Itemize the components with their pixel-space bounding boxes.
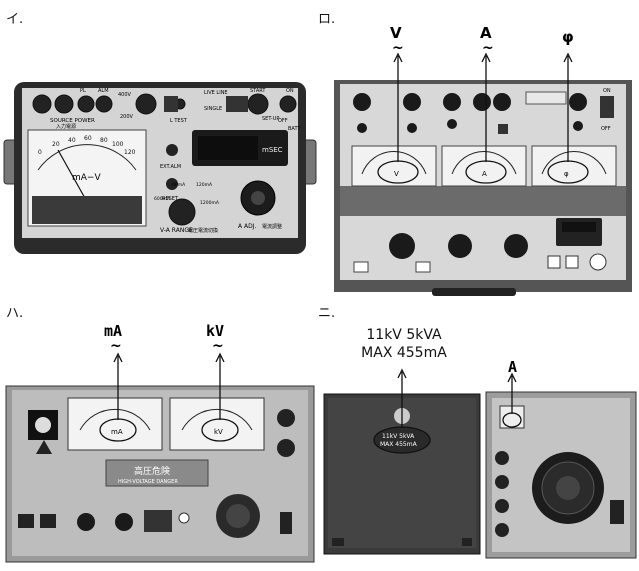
- photo-tester-ha: mA kV 高圧危険 HIGH-VOLTAGE DANGER mA ~ kV ~: [5, 322, 315, 563]
- callout-kv-tilde: ~: [212, 338, 224, 354]
- scale-tick-0: 0: [38, 149, 42, 156]
- scale-tick-40: 40: [68, 137, 76, 144]
- callout-phi: φ: [562, 28, 574, 46]
- callout-a-ro: A: [480, 24, 492, 42]
- label-source-power-jp: 入力電源: [56, 123, 76, 130]
- label-on-ro: ON: [603, 88, 611, 94]
- label-400v: 400V: [118, 92, 132, 98]
- label-va-range: V-A RANGE: [160, 227, 193, 234]
- photo-tester-i: SOURCE POWER 入力電源 PL ALM 400V 200V L TES…: [3, 82, 317, 254]
- callout-kv: kV: [206, 322, 224, 340]
- label-source-power: SOURCE POWER: [50, 118, 95, 124]
- nameplate-en: HIGH-VOLTAGE DANGER: [118, 479, 178, 485]
- label-range-jp: 電圧電流切換: [188, 227, 218, 234]
- meter-dial-a: A: [482, 170, 487, 178]
- label-start: START: [250, 88, 266, 94]
- photo-tester-ro: OFF ON V A φ V ~ A ~ φ: [334, 24, 632, 296]
- spec-label: 11kV 5kVA MAX 455mA: [344, 326, 464, 362]
- scale-tick-80: 80: [100, 137, 108, 144]
- label-live-line: LIVE LINE: [204, 90, 228, 96]
- label-batt: BATT: [288, 126, 301, 132]
- range-1200ma: 1200mA: [200, 200, 220, 206]
- scale-tick-60: 60: [84, 135, 92, 142]
- range-600ma: 600mA: [154, 196, 171, 202]
- label-off-ro: OFF: [601, 126, 611, 132]
- rating-plate: [373, 426, 431, 454]
- scale-tick-20: 20: [52, 141, 60, 148]
- callout-v: V: [390, 24, 402, 42]
- photo-transformer-ni: 11kV 5kVA MAX 455mA A: [323, 358, 637, 559]
- meter-unit-ma-v: mA−V: [72, 173, 101, 183]
- label-set-up: SET-UP: [262, 116, 279, 122]
- spec-line-2: MAX 455mA: [361, 345, 447, 361]
- meter-dial-phi: φ: [564, 170, 569, 178]
- display-unit-msec: mSEC: [262, 146, 283, 154]
- label-a-adj: A ADJ.: [238, 223, 257, 230]
- range-120ma: 120mA: [196, 182, 213, 188]
- meter-dial-kv: kV: [214, 428, 223, 436]
- panel-label-ro: ロ.: [318, 12, 336, 27]
- panel-label-i: イ.: [6, 12, 24, 27]
- callout-ma-tilde: ~: [110, 338, 122, 354]
- label-l-test: L TEST: [170, 118, 188, 124]
- label-single: SINGLE: [204, 106, 222, 112]
- panel-label-ni: ニ.: [318, 306, 336, 321]
- va-range-knob: [168, 198, 196, 226]
- callout-a-ni: A: [508, 358, 517, 376]
- nameplate-jp: 高圧危険: [134, 465, 170, 477]
- panel-label-ha: ハ.: [6, 306, 24, 321]
- label-pl: PL: [80, 88, 86, 94]
- rating-plate-line2: MAX 455mA: [380, 441, 418, 448]
- label-200v: 200V: [120, 114, 134, 120]
- callout-a-ro-tilde: ~: [482, 40, 494, 56]
- meter-needle: [57, 149, 87, 201]
- range-60ma: 60mA: [172, 182, 186, 188]
- callout-ma: mA: [104, 322, 122, 340]
- scale-tick-100: 100: [112, 141, 124, 148]
- label-on: ON: [286, 88, 294, 94]
- label-reset: RESET: [162, 196, 179, 202]
- label-alm: ALM: [98, 88, 109, 94]
- label-a-adj-jp: 電流調整: [262, 223, 282, 230]
- rating-plate-line1: 11kV 5kVA: [382, 433, 415, 440]
- meter-dial-ma: mA: [111, 428, 123, 436]
- meter-dial-v: V: [394, 170, 399, 178]
- label-off: OFF: [278, 118, 288, 124]
- scale-tick-120: 120: [124, 149, 136, 156]
- label-ext-alm: EXT.ALM: [160, 164, 181, 170]
- spec-line-1: 11kV 5kVA: [366, 327, 442, 343]
- callout-v-tilde: ~: [392, 40, 404, 56]
